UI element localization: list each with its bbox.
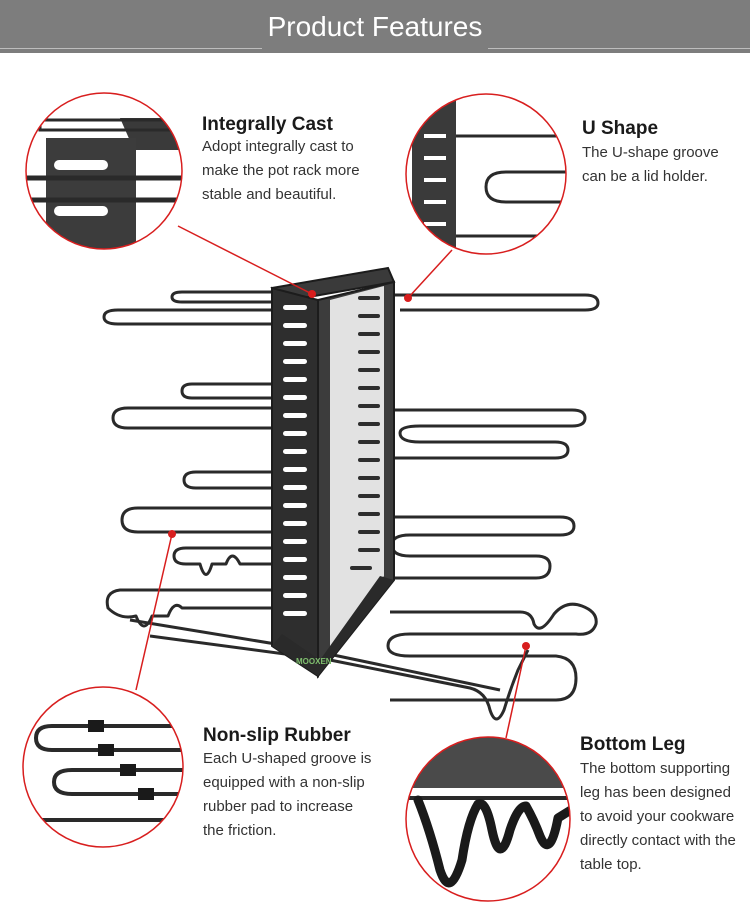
feature-desc-u-shape: The U-shape groove can be a lid holder. <box>582 144 719 185</box>
divider-right <box>488 48 750 49</box>
feature-title-integrally-cast: Integrally Cast <box>202 114 333 135</box>
page-title: Product Features <box>267 11 483 42</box>
header-banner <box>0 0 750 53</box>
detail-bottom-leg <box>405 736 571 902</box>
feature-title-bottom-leg: Bottom Leg <box>580 734 686 755</box>
feature-desc-non-slip-rubber: Each U-shaped groove is equipped with a … <box>203 750 372 839</box>
feature-desc-bottom-leg: The bottom supporting leg has been desig… <box>580 760 736 873</box>
feature-desc-integrally-cast: Adopt integrally cast to make the pot ra… <box>202 138 360 203</box>
callout-lines <box>135 225 527 739</box>
detail-integrally-cast <box>25 92 183 250</box>
frame-slots <box>283 305 307 616</box>
callout-dots <box>168 290 530 650</box>
wire-shelves-back <box>386 293 600 702</box>
divider-left <box>0 48 262 49</box>
detail-non-slip-rubber <box>22 686 184 848</box>
watermark-logo: MOOXEN <box>296 657 332 666</box>
frame-slots-back <box>350 296 380 570</box>
feature-title-non-slip-rubber: Non-slip Rubber <box>203 725 351 746</box>
feature-title-u-shape: U Shape <box>582 118 659 139</box>
detail-u-shape <box>405 93 567 255</box>
